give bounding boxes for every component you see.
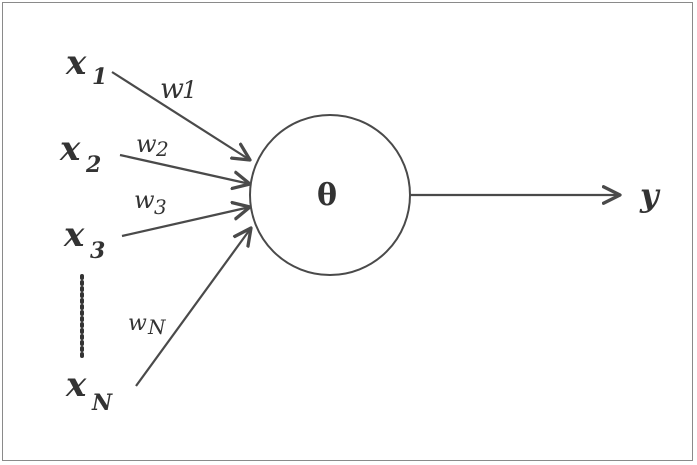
input-xN-base: x (65, 365, 87, 405)
weight-w3-base: w (134, 186, 155, 214)
input-x3-sub: 3 (90, 238, 105, 264)
weight-label-w1: w 1 (160, 72, 197, 105)
weight-label-w2: w 2 (136, 130, 169, 161)
weight-w3-sub: 3 (154, 195, 167, 219)
input-x1-base: x (65, 43, 87, 83)
input-label-x1: x 1 (65, 43, 107, 90)
edge-xN (135, 228, 251, 387)
input-label-xN: x N (65, 365, 113, 416)
input-x2-sub: 2 (85, 152, 101, 178)
input-x1-sub: 1 (92, 64, 107, 90)
weight-wN-sub: N (147, 315, 167, 339)
input-x3-base: x (63, 215, 85, 255)
weight-wN-base: w (128, 311, 147, 336)
weight-w1-base: w (160, 72, 184, 105)
diagram-frame (2, 2, 693, 461)
output-label: y (639, 176, 661, 214)
weight-w1-sub: 1 (182, 76, 197, 104)
weight-label-wN: w N (128, 311, 167, 339)
input-xN-sub: N (91, 390, 113, 416)
weight-w2-sub: 2 (155, 137, 169, 161)
weight-label-w3: w 3 (134, 186, 167, 219)
input-x2-base: x (59, 129, 81, 169)
input-label-x3: x 3 (63, 215, 105, 264)
weight-w2-base: w (136, 130, 157, 158)
input-label-x2: x 2 (59, 129, 101, 178)
edge-x1 (111, 71, 250, 160)
edge-x3 (121, 207, 250, 238)
neuron-threshold-label: θ (317, 178, 337, 213)
edge-x2 (119, 153, 250, 184)
